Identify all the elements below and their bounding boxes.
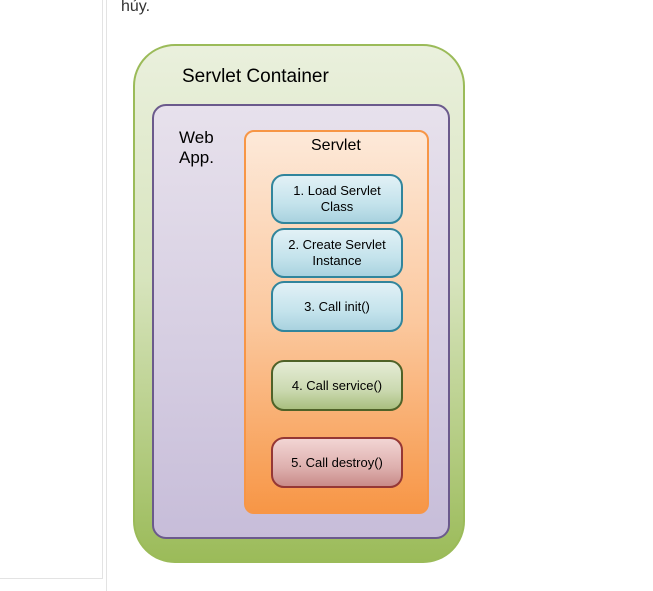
servlet-label: Servlet <box>311 137 361 154</box>
intro-text: hủy. <box>121 0 151 15</box>
column-divider <box>106 0 107 591</box>
web-app-label: Web App. <box>179 128 214 168</box>
web-app-label-line2: App. <box>179 148 214 167</box>
step-call-init: 3. Call init() <box>271 281 403 332</box>
step-call-service: 4. Call service() <box>271 360 403 411</box>
servlet-container-label: Servlet Container <box>182 66 329 87</box>
web-app-label-line1: Web <box>179 128 214 147</box>
step-create-servlet-instance: 2. Create Servlet Instance <box>271 228 403 278</box>
left-panel <box>0 0 103 579</box>
step-call-destroy: 5. Call destroy() <box>271 437 403 488</box>
step-load-servlet-class: 1. Load Servlet Class <box>271 174 403 224</box>
